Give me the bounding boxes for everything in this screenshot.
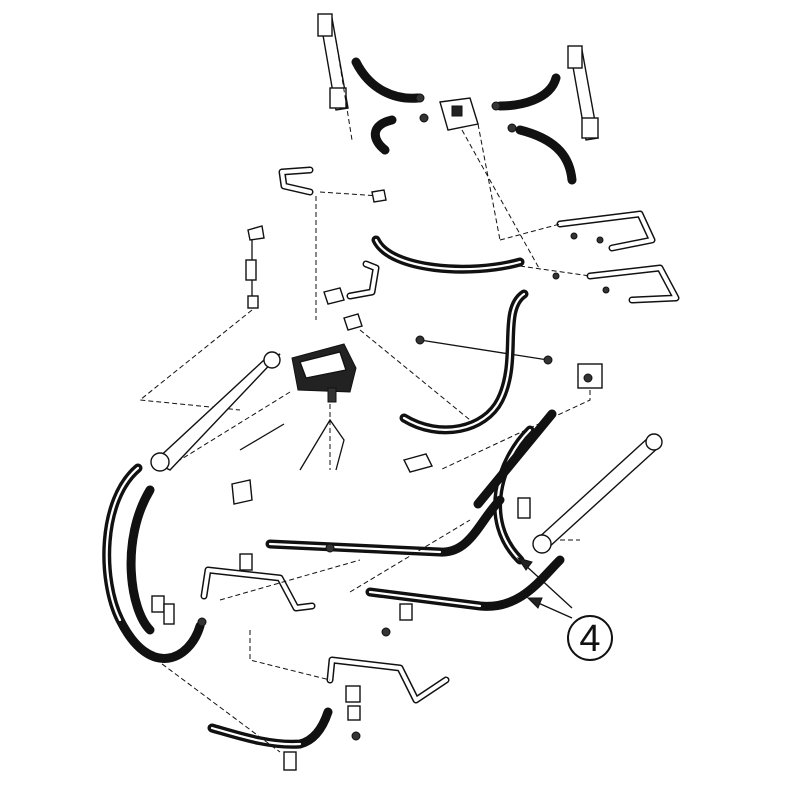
left-long-hose [102,463,207,663]
bottom-assembly [129,630,450,771]
middle-hose [231,418,505,557]
upper-cross-hose [359,235,553,435]
left-lift-cylinder [150,351,285,472]
callout-4-circle [567,615,613,661]
callout-4-label: 4 [579,618,600,660]
top-cylinder-assembly [317,13,599,271]
lower-hose [349,519,565,637]
control-valve [179,260,380,470]
right-hoses [473,409,580,565]
callout-4: 4 [516,557,613,661]
right-lift-cylinder [439,363,663,554]
upper-left-tube [138,166,387,411]
upper-right-tubes [499,210,680,304]
lower-left-tube [200,553,361,612]
